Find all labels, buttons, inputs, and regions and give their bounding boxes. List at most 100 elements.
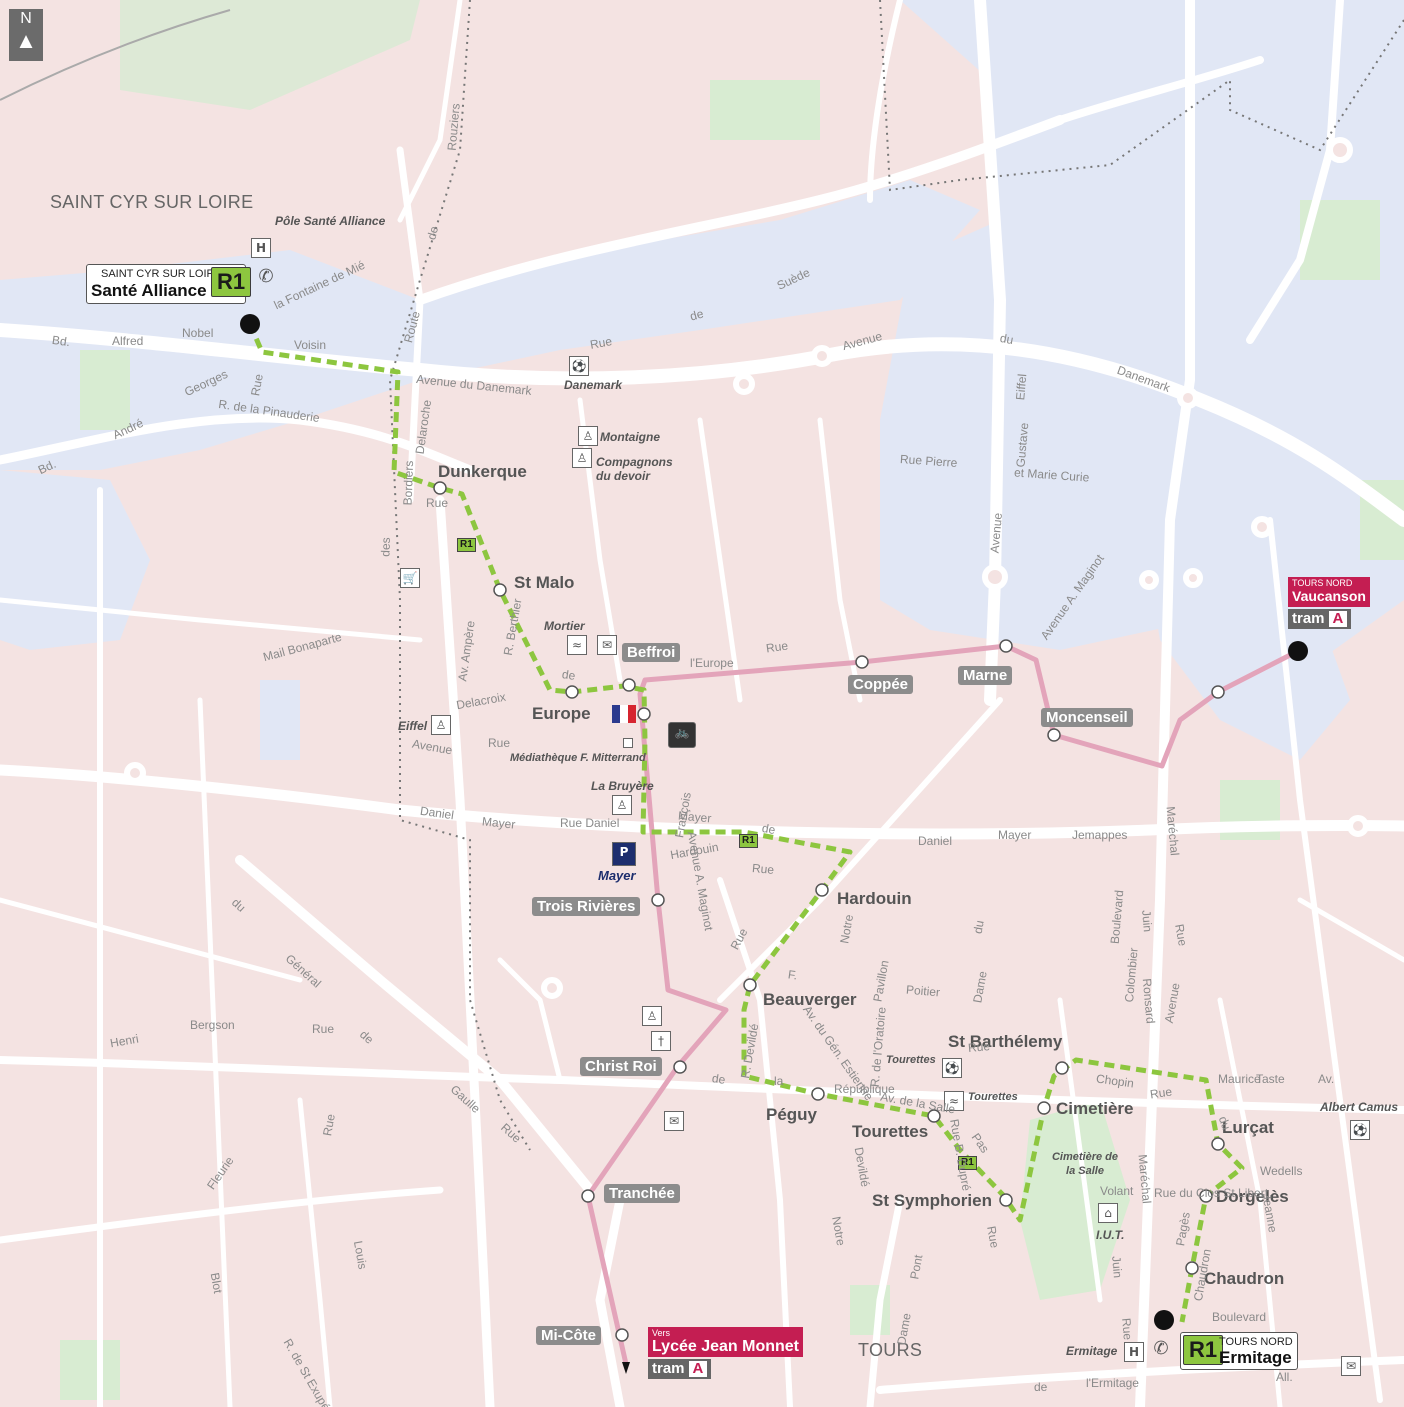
terminus-ermitage-name: Ermitage bbox=[1219, 1348, 1292, 1367]
street-62: Juin bbox=[1139, 909, 1155, 933]
church-icon: † bbox=[651, 1031, 671, 1051]
stop-tourettes[interactable]: Tourettes bbox=[852, 1122, 929, 1141]
shop-icon: 🛒 bbox=[400, 568, 420, 588]
street-49: Mayer bbox=[998, 828, 1032, 842]
stop-dorgeles[interactable]: Dorgelès bbox=[1216, 1187, 1289, 1206]
street-109: Rue bbox=[1119, 1317, 1135, 1341]
stop-mi-cote[interactable]: Mi-Côte bbox=[536, 1326, 601, 1345]
terminus-sante-alliance-name: Santé Alliance bbox=[91, 281, 207, 300]
flag-icon bbox=[612, 705, 636, 723]
park-ride-icon[interactable]: P bbox=[612, 842, 636, 866]
street-110: de bbox=[1034, 1380, 1048, 1394]
green-area-1 bbox=[80, 350, 130, 430]
school-icon-compagnons: ♙ bbox=[572, 448, 592, 468]
stop-beauverger[interactable]: Beauverger bbox=[763, 990, 857, 1009]
post-icon-2: ✉ bbox=[664, 1111, 684, 1131]
stop-lurcat[interactable]: Lurçat bbox=[1222, 1118, 1274, 1137]
school-icon-bruyere: ♙ bbox=[612, 795, 632, 815]
square-icon bbox=[623, 738, 633, 748]
stop-coppee[interactable]: Coppée bbox=[848, 675, 914, 694]
tram-vaucanson-mode: tram bbox=[1292, 610, 1325, 627]
poi-danemark: Danemark bbox=[564, 378, 623, 392]
stop-europe[interactable]: Europe bbox=[532, 704, 591, 723]
tram-vaucanson-name: Vaucanson bbox=[1292, 588, 1366, 604]
street-53: F. bbox=[787, 967, 799, 983]
street-88: de bbox=[711, 1071, 727, 1087]
stops bbox=[433, 481, 1225, 1342]
poi-pole-sante: Pôle Santé Alliance bbox=[275, 214, 386, 228]
r1-tag-2: R1 bbox=[739, 834, 758, 848]
terminus-dot-sante-alliance bbox=[240, 314, 260, 334]
school-icon-eiffel: ♙ bbox=[431, 715, 451, 735]
stop-dunkerque[interactable]: Dunkerque bbox=[438, 462, 527, 481]
street-100: Rue du Clos St Libert bbox=[1154, 1186, 1269, 1200]
street-99: Volant bbox=[1100, 1184, 1134, 1198]
stop-cimetiere[interactable]: Cimetière bbox=[1056, 1099, 1134, 1118]
arrow-south bbox=[622, 1362, 630, 1374]
r1-badge-se: R1 bbox=[1183, 1335, 1224, 1365]
street-44: de bbox=[760, 820, 777, 838]
pool-icon-mortier: ≈ bbox=[567, 635, 587, 655]
r1-tag-3: R1 bbox=[958, 1156, 977, 1170]
street-86: Taste bbox=[1256, 1072, 1285, 1086]
boundaries bbox=[388, 0, 1404, 1151]
stop-hardouin[interactable]: Hardouin bbox=[837, 889, 912, 908]
street-73: Rue bbox=[312, 1022, 335, 1036]
street-38: l'Europe bbox=[690, 656, 734, 670]
city-tours: TOURS bbox=[858, 1340, 923, 1360]
stop-tranchee[interactable]: Tranchée bbox=[604, 1184, 680, 1203]
rail-line bbox=[0, 9, 231, 101]
stop-peguy[interactable]: Péguy bbox=[766, 1105, 818, 1124]
poi-montaigne: Montaigne bbox=[600, 430, 660, 444]
sport-icon-danemark: ⚽ bbox=[569, 356, 589, 376]
stop-chaudron[interactable]: Chaudron bbox=[1204, 1269, 1285, 1288]
street-50: Jemappes bbox=[1072, 828, 1128, 842]
terminus-ermitage[interactable]: R1 TOURS NORD Ermitage bbox=[1180, 1332, 1298, 1370]
stop-st-barthelemy[interactable]: St Barthélemy bbox=[948, 1032, 1063, 1051]
street-112: All. bbox=[1276, 1370, 1293, 1384]
poi-mayer: Mayer bbox=[598, 868, 636, 883]
street-1: Bd. bbox=[51, 332, 71, 350]
poi-compagnons: Compagnons du devoir bbox=[596, 455, 673, 483]
street-35: Rue bbox=[488, 736, 511, 750]
terminus-ermitage-small: TOURS NORD bbox=[1219, 1336, 1293, 1348]
street-3: Nobel bbox=[182, 326, 214, 340]
poi-cimetiere-salle: Cimetière de la Salle bbox=[1051, 1151, 1119, 1177]
poi-albert-camus: Albert Camus bbox=[1320, 1100, 1399, 1114]
green-area-2 bbox=[120, 0, 420, 110]
terminus-dot-ermitage bbox=[1154, 1310, 1174, 1330]
terminus-sante-alliance[interactable]: SAINT CYR SUR LOIRE Santé Alliance R1 bbox=[86, 264, 252, 304]
tram-vaucanson-small: TOURS NORD bbox=[1292, 578, 1353, 588]
stop-christ-roi[interactable]: Christ Roi bbox=[580, 1057, 662, 1076]
tram-line-a bbox=[585, 643, 1300, 1365]
street-89: la bbox=[774, 1074, 784, 1088]
post-icon: ✉ bbox=[597, 635, 617, 655]
blue-zone-west-2 bbox=[0, 470, 150, 650]
street-111: l'Ermitage bbox=[1086, 1376, 1139, 1390]
poi-mortier: Mortier bbox=[544, 619, 585, 633]
r1-tag-1: R1 bbox=[457, 538, 476, 552]
street-47: Rue bbox=[751, 861, 775, 877]
stop-moncenseil[interactable]: Moncenseil bbox=[1041, 708, 1133, 727]
r1-badge-nw: R1 bbox=[211, 267, 252, 297]
city-saint-cyr: SAINT CYR SUR LOIRE bbox=[50, 192, 254, 212]
r1-line bbox=[247, 323, 1245, 1323]
street-55: Poitier bbox=[905, 982, 941, 1000]
stop-marne[interactable]: Marne bbox=[958, 666, 1013, 685]
stop-st-symphorien[interactable]: St Symphorien bbox=[872, 1191, 992, 1210]
poi-la-bruyere: La Bruyère bbox=[591, 779, 654, 793]
stop-trois-rivieres[interactable]: Trois Rivières bbox=[532, 897, 641, 916]
post-icon-3: ✉ bbox=[1341, 1356, 1361, 1376]
stop-beffroi[interactable]: Beffroi bbox=[622, 643, 681, 662]
bike-icon[interactable]: 🚲 bbox=[668, 722, 696, 748]
stop-st-malo[interactable]: St Malo bbox=[514, 573, 575, 592]
tram-vaucanson-line: A bbox=[1328, 611, 1348, 627]
street-48: Daniel bbox=[918, 834, 953, 848]
